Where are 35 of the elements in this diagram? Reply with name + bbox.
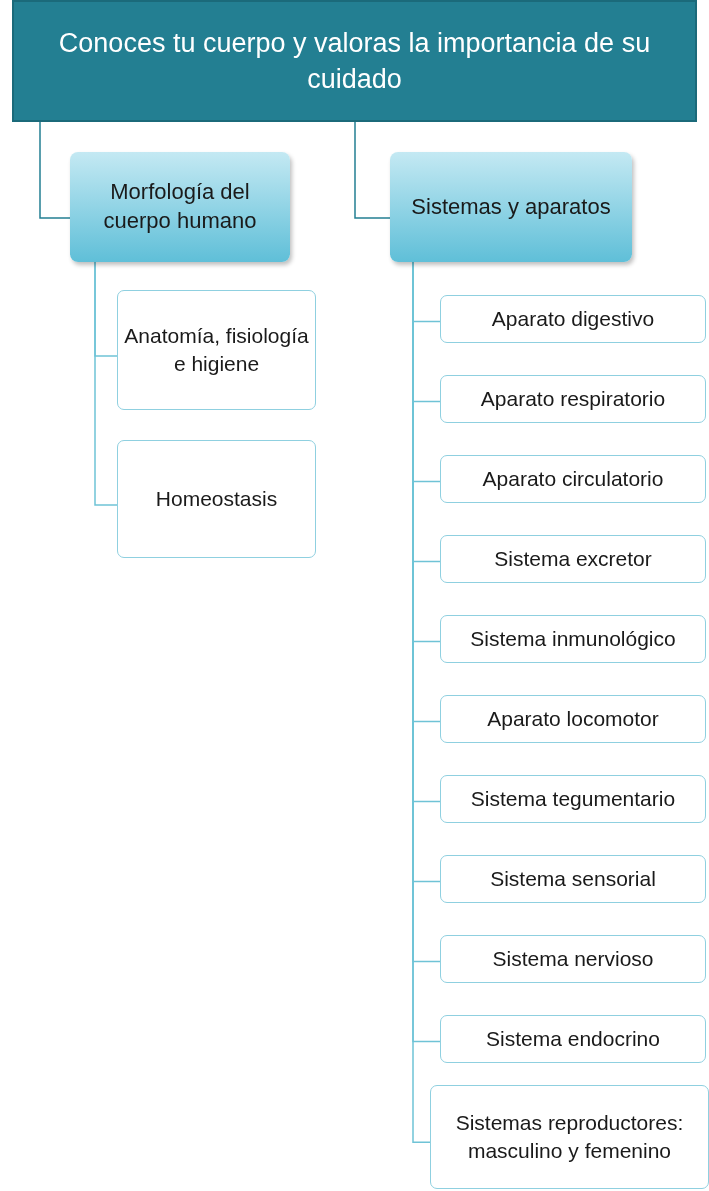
node-label: Aparato respiratorio	[479, 385, 667, 412]
topic-box	[440, 375, 706, 423]
topic-box	[440, 1015, 706, 1063]
topic-box	[430, 1085, 709, 1189]
topic-box	[117, 440, 316, 558]
node-label: Aparato locomotor	[486, 705, 660, 732]
topic-box	[440, 535, 706, 583]
node-label: Aparato digestivo	[490, 305, 656, 332]
node-label: Sistema nervioso	[491, 945, 655, 972]
topic-box	[440, 455, 706, 503]
node-label: Sistema inmunológico	[469, 625, 677, 652]
node-label: Homeostasis	[154, 485, 279, 512]
topic-box	[117, 290, 316, 410]
connector-line	[94, 261, 118, 506]
connector-line	[39, 121, 71, 219]
topic-box	[440, 695, 706, 743]
node-label: Sistemas reproductores: masculino y femenino	[454, 1109, 685, 1164]
category-box	[70, 152, 290, 262]
node-label: Morfología del cuerpo humano	[102, 178, 258, 235]
node-label: Sistemas y aparatos	[410, 192, 612, 221]
node-label: Sistema endocrino	[485, 1025, 661, 1052]
node-label: Sistema tegumentario	[469, 785, 677, 812]
topic-box	[440, 775, 706, 823]
category-box	[390, 152, 632, 262]
topic-box	[440, 935, 706, 983]
node-label: Conoces tu cuerpo y valoras la importancia de su cuidado	[57, 26, 652, 96]
node-label: Sistema excretor	[493, 545, 653, 572]
connector-line	[354, 121, 391, 219]
topic-box	[440, 855, 706, 903]
title-box	[12, 0, 697, 122]
topic-box	[440, 615, 706, 663]
node-label: Aparato circulatorio	[481, 465, 665, 492]
node-label: Anatomía, fisiología e higiene	[123, 322, 310, 377]
topic-box	[440, 295, 706, 343]
node-label: Sistema sensorial	[489, 865, 657, 892]
